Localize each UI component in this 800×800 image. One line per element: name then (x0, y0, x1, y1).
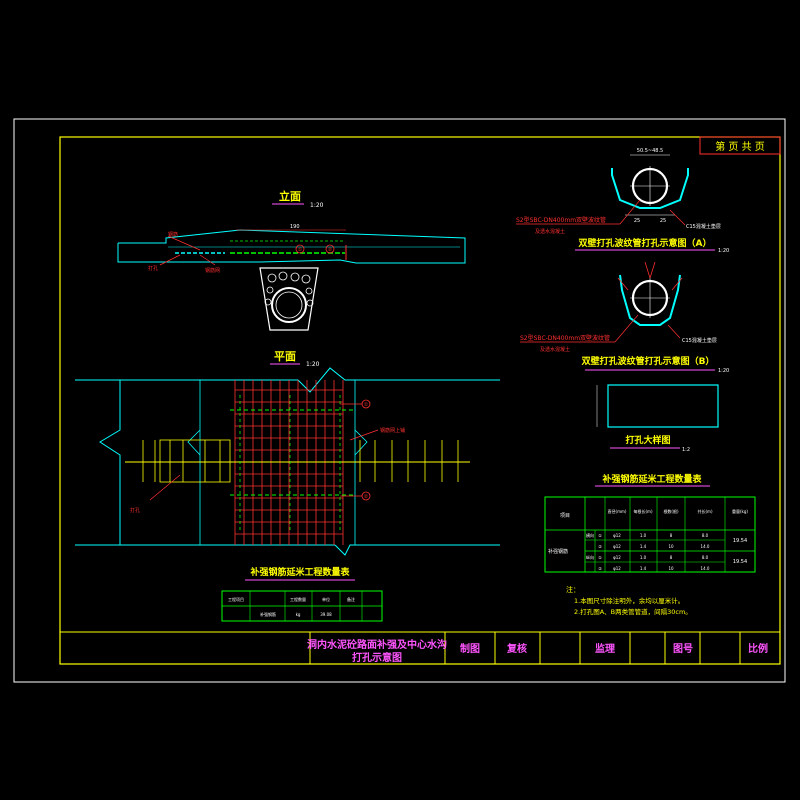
section-a-concrete-label: C15混凝土垫层 (686, 223, 721, 230)
rt-weight-1: 19.54 (733, 538, 747, 544)
rt-r2-total: 8.0 (702, 555, 709, 560)
drawing-title-2: 打孔示意图 (352, 651, 402, 664)
elevation-callout-2: ② (328, 247, 333, 253)
rt-r3-no: ② (598, 566, 602, 571)
notes: 注： 1.本图尺寸除注明外，余均以厘米计。 2.打孔图A、B两类管管道，间隔30… (566, 585, 692, 616)
svg-text:钢筋网: 钢筋网 (205, 267, 220, 274)
section-b-pipe-label-2: 及透水混凝土 (540, 346, 570, 353)
plan-callout-2: ② (364, 494, 369, 500)
rt-r0-no: ① (598, 533, 602, 538)
section-b-scale: 1:20 (718, 368, 729, 374)
lt-header-3: 备注 (347, 596, 355, 602)
section-a-dim-left: 25 (634, 218, 640, 224)
section-a-title: 双壁打孔波纹管打孔示意图（A） (579, 237, 712, 249)
lt-row-item: 补强钢筋 (260, 611, 276, 617)
review-label: 复核 (506, 642, 527, 655)
rt-header-1: 直径(mm) (608, 508, 627, 514)
hole-detail-title: 打孔大样图 (625, 434, 670, 446)
rt-r1-len: 1.4 (640, 544, 647, 549)
notes-line-1: 1.本图尺寸除注明外，余均以厘米计。 (574, 596, 684, 605)
elevation-title: 立面 (279, 189, 301, 203)
drawing-title-1: 洞内水泥砼路面补强及中心水沟 (307, 638, 447, 651)
rt-r1-no: ② (598, 544, 602, 549)
hole-detail-scale: 1:2 (682, 447, 690, 453)
rt-r0-count: 8 (670, 533, 673, 538)
section-b-concrete-label: C15混凝土垫层 (682, 337, 717, 344)
rt-header-4: 共长(m) (697, 508, 712, 514)
hole-detail: 打孔大样图 1:2 (596, 384, 719, 453)
section-a-pipe-label-2: 及透水混凝土 (535, 228, 565, 235)
elevation-scale: 1:20 (310, 202, 324, 209)
lt-header-1: 工程数量 (290, 596, 306, 602)
elevation-view: 立面 1:20 190 ① ② 钢筋 打孔 钢筋网 (117, 189, 466, 331)
rt-header-2: 每根长(m) (633, 508, 652, 514)
rt-r1-count: 10 (668, 544, 674, 549)
right-quantity-table: 补强钢筋延米工程数量表 项目 直径(mm) 每根长(m) 根数(根) 共长(m)… (544, 473, 756, 573)
drawn-label: 制图 (460, 642, 480, 655)
section-a-dim-right: 25 (660, 218, 666, 224)
rt-header-3: 根数(根) (663, 508, 679, 514)
plan-pipe-label: 打孔 (130, 507, 140, 514)
lt-header-0: 工程项目 (228, 596, 244, 602)
svg-text:打孔: 打孔 (148, 265, 158, 272)
plan-title: 平面 (274, 350, 296, 363)
page-box-text: 第 页 共 页 (715, 140, 765, 153)
notes-line-2: 2.打孔图A、B两类管管道，间隔30cm。 (574, 607, 692, 616)
rt-r3-count: 10 (668, 566, 674, 571)
rt-r3-len: 1.4 (640, 566, 647, 571)
inner-border (59, 136, 781, 665)
notes-heading: 注： (566, 585, 580, 594)
rt-r2-no: ① (598, 555, 602, 560)
section-b: S2型SBC-DN400mm双壁波纹管 及透水混凝土 C15混凝土垫层 双壁打孔… (520, 261, 729, 374)
section-a-scale: 1:20 (718, 248, 729, 254)
rt-group-label: 补强钢筋 (548, 548, 568, 555)
drawing-no-label: 图号 (673, 643, 693, 655)
plan-callout-1: ① (364, 402, 369, 408)
rt-header-5: 重量(kg) (732, 508, 748, 514)
title-block: 洞内水泥砼路面补强及中心水沟 打孔示意图 制图 复核 监理 图号 比例 (60, 631, 780, 664)
elevation-dim: 190 (290, 224, 300, 230)
section-a-pipe-label: S2型SBC-DN400mm双壁波纹管 (516, 216, 606, 224)
rt-header-0: 项目 (560, 513, 570, 519)
svg-text:钢筋: 钢筋 (168, 231, 178, 238)
rt-r1-total: 14.0 (701, 544, 710, 549)
approve-label: 监理 (595, 642, 615, 655)
rt-r0-sub: 横向 (586, 532, 594, 538)
outer-border (13, 118, 786, 683)
rt-r0-total: 8.0 (702, 533, 709, 538)
rt-r3-total: 14.0 (701, 566, 710, 571)
left-quantity-table: 补强钢筋延米工程数量表 工程项目 工程数量 单位 备注 补强钢筋 kg 39.0… (221, 566, 383, 622)
rt-r0-len: 1.0 (640, 533, 647, 538)
plan-view: 平面 1:20 (75, 350, 500, 556)
rt-r2-sub: 纵向 (586, 554, 594, 560)
elevation-callout-1: ① (298, 247, 303, 253)
page-box: 第 页 共 页 (699, 136, 781, 155)
lt-header-2: 单位 (322, 596, 330, 602)
section-a: 50.5~48.5 25 25 S2型SBC-DN400mm双壁波纹管 及透水混… (516, 148, 729, 254)
rt-r3-dia: φ12 (613, 566, 621, 571)
right-table-title: 补强钢筋延米工程数量表 (601, 473, 702, 485)
plan-mesh-label: 钢筋网上铺 (380, 427, 405, 434)
rt-r0-dia: φ12 (613, 533, 621, 538)
rt-r2-dia: φ12 (613, 555, 621, 560)
lt-row-qty: 39.08 (320, 612, 332, 617)
plan-scale: 1:20 (306, 361, 320, 368)
rt-r2-len: 1.0 (640, 555, 647, 560)
rt-r2-count: 8 (670, 555, 673, 560)
lt-row-unit: kg (296, 612, 301, 617)
rt-r1-dia: φ12 (613, 544, 621, 549)
rt-weight-2: 19.54 (733, 559, 747, 565)
left-table-title: 补强钢筋延米工程数量表 (249, 566, 350, 578)
section-b-title: 双壁打孔波纹管打孔示意图（B） (582, 355, 715, 367)
section-b-pipe-label: S2型SBC-DN400mm双壁波纹管 (520, 334, 610, 342)
scale-label: 比例 (748, 642, 768, 655)
section-a-top-dim: 50.5~48.5 (637, 148, 663, 154)
